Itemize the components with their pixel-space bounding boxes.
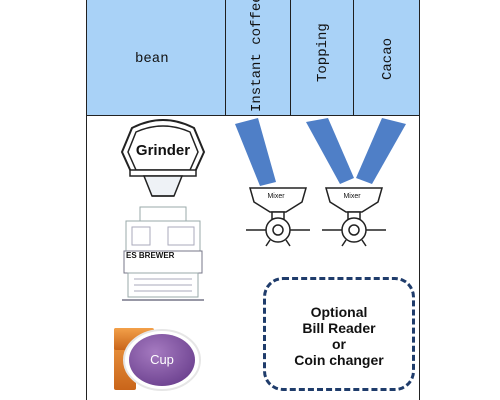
cup-label: Cup bbox=[150, 352, 174, 367]
header-row: bean Instant coffee Topping Cacao bbox=[87, 0, 419, 116]
optional-line-1: Optional bbox=[310, 304, 368, 320]
topping-chute bbox=[306, 118, 354, 184]
brewer-label: ES BREWER bbox=[126, 251, 175, 260]
grinder-icon bbox=[120, 119, 206, 197]
optional-payment-text: Optional Bill Reader or Coin changer bbox=[266, 304, 412, 368]
instant-coffee-chute bbox=[235, 118, 276, 186]
header-cacao-label: Cacao bbox=[380, 37, 396, 80]
brewer-icon bbox=[122, 206, 204, 301]
header-cell-cacao bbox=[354, 0, 419, 115]
left-border bbox=[86, 0, 87, 400]
header-cell-topping bbox=[291, 0, 354, 115]
cup-icon bbox=[114, 328, 201, 391]
header-bean-label: bean bbox=[135, 51, 169, 67]
optional-line-2: Bill Reader bbox=[302, 320, 376, 336]
cacao-chute bbox=[356, 118, 406, 184]
header-topping-label: Topping bbox=[315, 23, 331, 82]
optional-line-3: or bbox=[332, 336, 346, 352]
mixer-right-label: Mixer bbox=[343, 193, 361, 200]
mixer-left-icon bbox=[246, 187, 310, 247]
header-cell-instant-coffee bbox=[226, 0, 291, 115]
header-instant-coffee-label: Instant coffee bbox=[249, 0, 265, 112]
header-cell-bean bbox=[87, 0, 226, 115]
right-border bbox=[419, 0, 420, 400]
mixer-right-icon bbox=[322, 187, 386, 247]
mixer-left-label: Mixer bbox=[267, 193, 285, 200]
hopper-chutes bbox=[235, 118, 406, 186]
optional-line-4: Coin changer bbox=[294, 352, 384, 368]
grinder-label: Grinder bbox=[135, 142, 191, 159]
optional-payment-box bbox=[263, 277, 415, 391]
